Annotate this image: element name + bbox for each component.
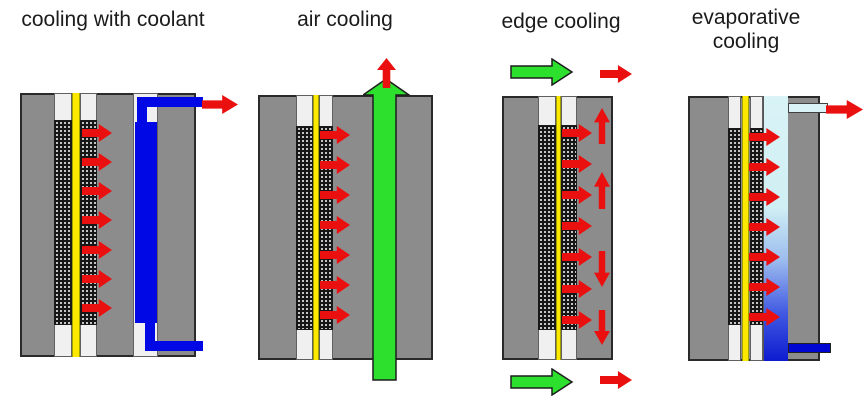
membrane-line [313, 95, 319, 360]
coolant-inlet-pipe [145, 320, 155, 351]
edge-air-flow-top-arrow-icon [510, 58, 574, 86]
coolant-outlet-pipe [137, 97, 203, 107]
panel-title: air cooling [297, 8, 393, 31]
coolant-inlet-pipe [145, 341, 203, 351]
heat-out-bottom-arrow-icon [600, 371, 632, 389]
membrane-line [742, 96, 749, 361]
air-flow-arrow-icon [363, 78, 410, 381]
membrane-line [72, 93, 80, 357]
hot-coolant-out-arrow-icon [202, 95, 238, 114]
edge-air-flow-bottom-arrow-icon [510, 368, 574, 396]
membrane-line [556, 96, 561, 360]
heat-out-top-arrow-icon [600, 65, 632, 83]
panel-title: edge cooling [501, 10, 621, 33]
panel-title: evaporative cooling [691, 6, 801, 54]
gas-diffusion-layer [296, 126, 313, 330]
gas-diffusion-layer [54, 120, 72, 325]
coolant-channel [135, 122, 157, 323]
gas-diffusion-layer [538, 125, 556, 330]
vapor-outlet-pipe [788, 103, 828, 113]
vapor-out-arrow-icon [826, 100, 863, 119]
coolant-outlet-pipe [137, 97, 147, 127]
liquid-inlet-pipe [788, 343, 831, 353]
gas-diffusion-layer [728, 128, 741, 325]
stack-block [20, 93, 196, 357]
panel-title: cooling with coolant [21, 8, 205, 31]
